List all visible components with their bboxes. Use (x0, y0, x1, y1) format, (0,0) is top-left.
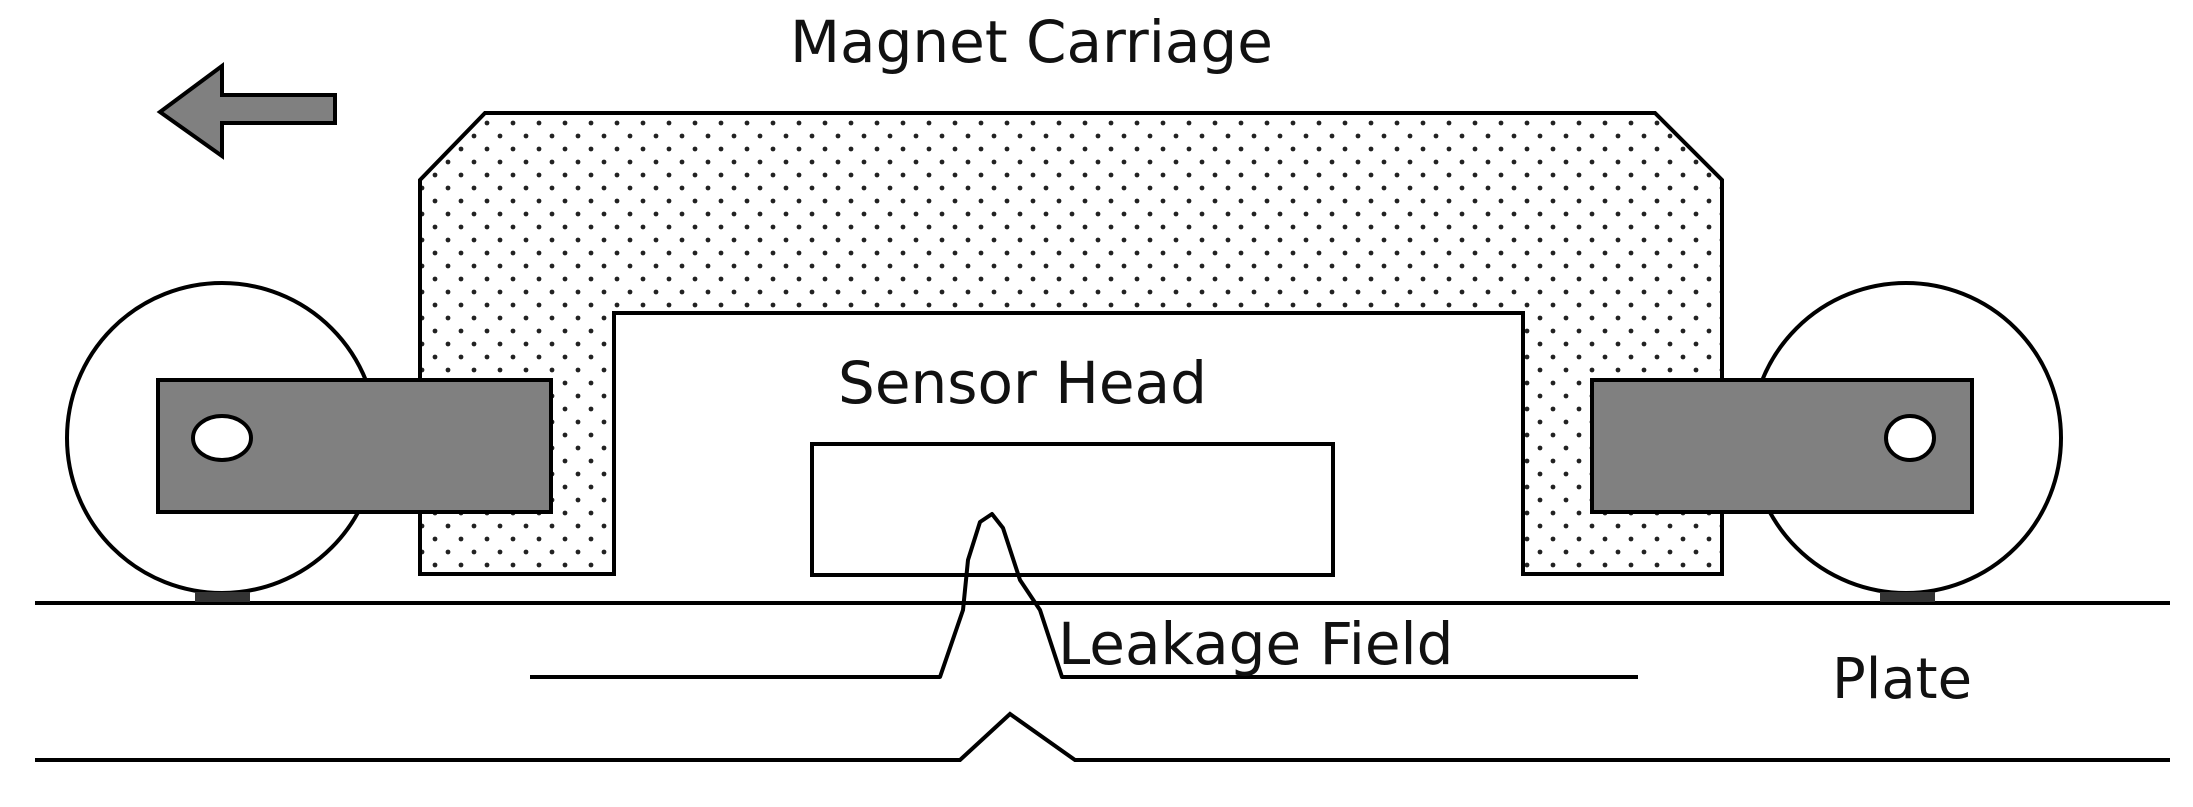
plate-label: Plate (1832, 647, 1972, 712)
magnet-carriage-body (418, 111, 1724, 576)
leakage-field-curve (530, 512, 1638, 679)
right-wheel-contact (1880, 592, 1935, 602)
leakage-field-label: Leakage Field (1058, 610, 1453, 678)
sensor-head-label: Sensor Head (838, 349, 1207, 417)
left-axle (191, 414, 253, 462)
right-axle (1884, 414, 1936, 462)
arrow-left-icon (156, 62, 337, 160)
sensor-head-box (810, 442, 1335, 577)
magnet-carriage-label: Magnet Carriage (790, 8, 1273, 76)
plate-bottom-surface-with-defect (35, 711, 2170, 762)
left-wheel-contact (195, 592, 250, 602)
